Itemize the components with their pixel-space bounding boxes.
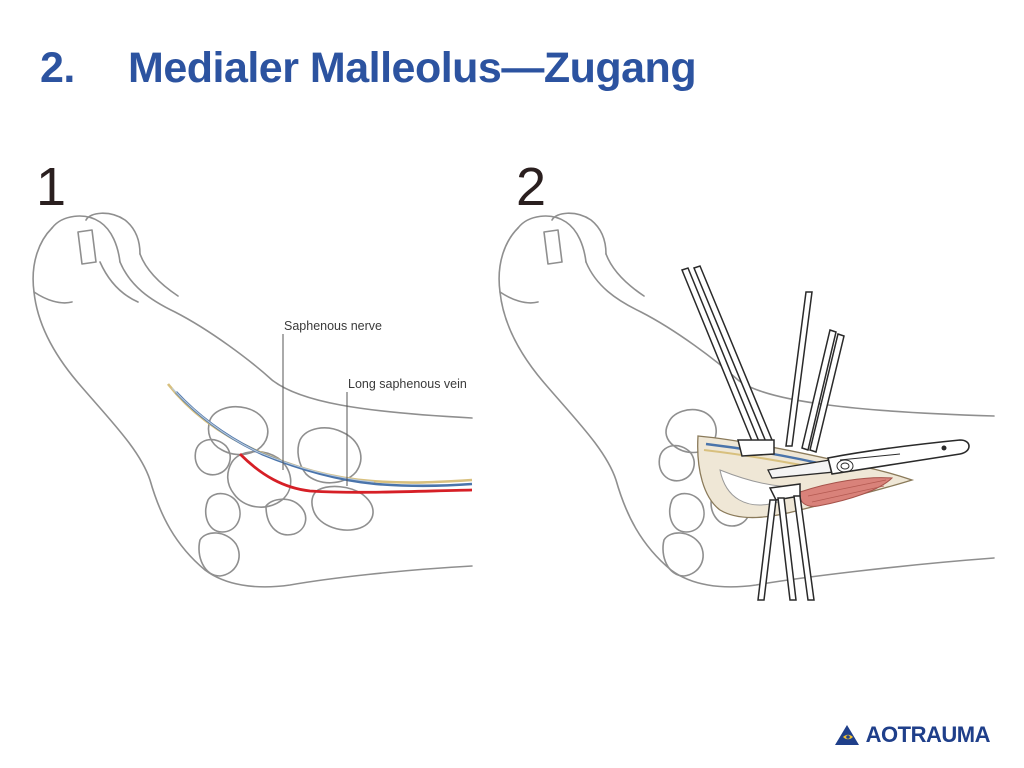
retractor-upper-middle: [785, 291, 813, 447]
incision-line: [239, 453, 473, 494]
vein-highlight: [171, 387, 375, 483]
panel-label-2: 2: [516, 157, 547, 217]
retractor-lower: [757, 483, 815, 601]
figure-1-foot-anatomy: Saphenous nerve Long saphenous vein: [32, 212, 473, 588]
callout-long-saphenous-vein: Long saphenous vein: [348, 377, 467, 391]
exposed-muscle: [799, 477, 894, 507]
slide-number: 2.: [40, 44, 75, 92]
callout-saphenous-nerve: Saphenous nerve: [284, 319, 382, 333]
panel-label-1: 1: [36, 157, 67, 217]
slide-title: 2. Medialer Malleolus—Zugang: [40, 44, 697, 93]
logo-text: AOTRAUMA: [865, 722, 991, 747]
foot-outline: [32, 212, 473, 588]
aotrauma-logo: AOTRAUMA: [834, 722, 991, 748]
retractor-upper-right: [801, 329, 845, 453]
ao-triangle-icon: [834, 725, 859, 745]
retractor-upper-left: [681, 265, 775, 457]
slide-title-text: Medialer Malleolus—Zugang: [128, 44, 697, 92]
scalpel: [767, 439, 970, 479]
foot-outline-2: [498, 212, 995, 588]
figure-2-surgical-exposure: [498, 212, 995, 601]
